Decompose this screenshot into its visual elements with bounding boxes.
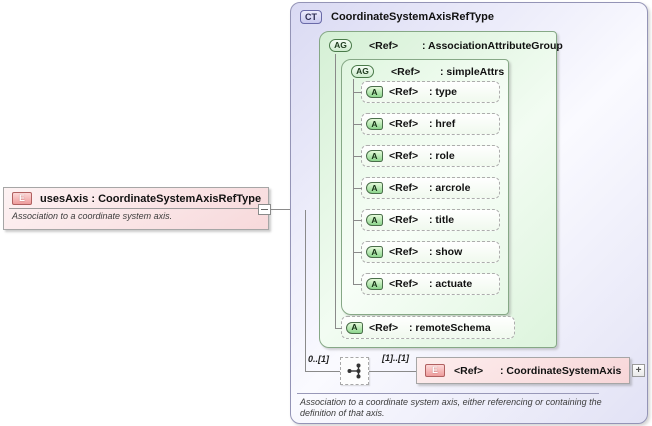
connector-line [369, 371, 416, 372]
sequence-glyph [347, 363, 360, 379]
connector-line [305, 371, 340, 372]
attribute-name: : show [429, 246, 463, 258]
attribute-name: : href [429, 118, 456, 130]
attribute-badge: A [366, 182, 383, 194]
element-annotation: Association to a coordinate system axis. [12, 211, 173, 221]
ref-label: <Ref> [454, 364, 484, 377]
attribute-name: : type [429, 86, 458, 98]
element-title: usesAxis : CoordinateSystemAxisRefType [40, 192, 262, 205]
tree-rail [335, 54, 336, 328]
divider [297, 393, 599, 394]
element-node-CoordinateSystemAxis[interactable]: E <Ref> : CoordinateSystemAxis [416, 357, 630, 384]
attribute-badge: A [366, 214, 383, 226]
attribute-group-association[interactable]: AG <Ref> : AssociationAttributeGroup AG … [319, 31, 563, 348]
expand-button[interactable]: + [632, 364, 645, 377]
occurrence-label-inner: [1]..[1] [382, 353, 409, 363]
minus-icon [261, 209, 268, 210]
attribute-list: A <Ref> : type A <Ref> : href A <Ref> : … [353, 81, 500, 295]
attribute-group-badge: AG [351, 65, 374, 78]
tree-rail [353, 79, 354, 285]
attribute-badge: A [366, 150, 383, 162]
connector-line [271, 209, 305, 210]
ref-label: <Ref> [389, 182, 419, 194]
attribute-badge: A [366, 86, 383, 98]
ref-label: <Ref> [389, 118, 419, 130]
ref-label: <Ref> [389, 214, 419, 226]
complex-type-annotation: Association to a coordinate system axis,… [300, 397, 602, 419]
ref-label: <Ref> [369, 321, 399, 334]
element-node-usesAxis[interactable]: E usesAxis : CoordinateSystemAxisRefType… [3, 187, 269, 230]
element-name: : CoordinateSystemAxis [500, 364, 622, 377]
attribute-node-title[interactable]: A <Ref> : title [353, 209, 500, 231]
attribute-name: : remoteSchema [409, 321, 491, 334]
attribute-name: : role [429, 150, 455, 162]
attribute-badge: A [366, 278, 383, 290]
attribute-badge: A [366, 246, 383, 258]
attribute-node-role[interactable]: A <Ref> : role [353, 145, 500, 167]
attribute-name: : actuate [429, 278, 473, 290]
complex-type-title: CoordinateSystemAxisRefType [331, 11, 495, 23]
attribute-node-actuate[interactable]: A <Ref> : actuate [353, 273, 500, 295]
attribute-node-type[interactable]: A <Ref> : type [353, 81, 500, 103]
complex-type-badge: CT [300, 10, 322, 24]
sequence-compositor-icon[interactable] [340, 357, 369, 385]
ref-label: <Ref> [389, 86, 419, 98]
attribute-group-badge: AG [329, 39, 352, 52]
tree-rail [305, 210, 306, 371]
divider [9, 208, 263, 209]
attribute-badge: A [346, 321, 363, 334]
attribute-group-name: : simpleAttrs [440, 65, 505, 78]
ref-label: <Ref> [389, 278, 419, 290]
collapse-handle[interactable] [258, 204, 271, 215]
ref-label: <Ref> [389, 246, 419, 258]
attribute-group-name: : AssociationAttributeGroup [422, 39, 563, 52]
ref-label: <Ref> [391, 65, 421, 78]
element-badge: E [425, 364, 445, 377]
ref-label: <Ref> [389, 150, 419, 162]
attribute-node-show[interactable]: A <Ref> : show [353, 241, 500, 263]
attribute-node-remoteSchema[interactable]: A <Ref> : remoteSchema [335, 316, 515, 339]
ref-label: <Ref> [369, 39, 399, 52]
attribute-group-simpleAttrs[interactable]: AG <Ref> : simpleAttrs A <Ref> : type A … [341, 59, 509, 315]
attribute-node-href[interactable]: A <Ref> : href [353, 113, 500, 135]
attribute-node-arcrole[interactable]: A <Ref> : arcrole [353, 177, 500, 199]
attribute-name: : arcrole [429, 182, 471, 194]
element-badge: E [12, 192, 32, 205]
attribute-badge: A [366, 118, 383, 130]
complex-type-node[interactable]: CT CoordinateSystemAxisRefType AG <Ref> … [290, 2, 648, 424]
occurrence-label-outer: 0..[1] [308, 354, 330, 364]
attribute-name: : title [429, 214, 455, 226]
